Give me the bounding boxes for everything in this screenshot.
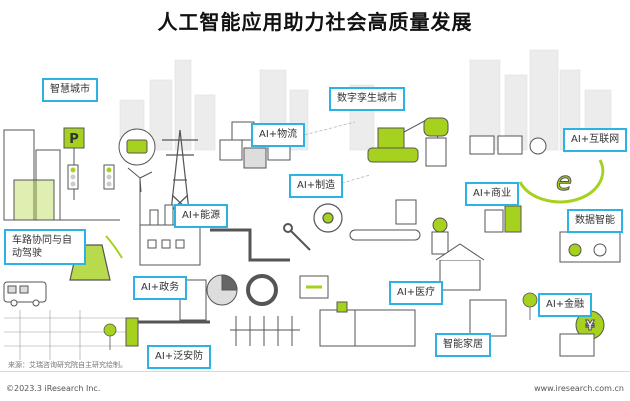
label-data-intelligence: 数据智能 (567, 209, 623, 233)
label-ai-energy: AI+能源 (174, 204, 229, 228)
hospital-icon (319, 301, 416, 347)
svg-text:e: e (556, 167, 572, 197)
wrench-icon (283, 223, 311, 251)
label-vehicle-road-autodrive: 车路协同与自动驾驶 (4, 229, 86, 265)
yuan-coin-icon: ¥ (575, 310, 605, 340)
fence (230, 316, 300, 346)
gear-icon (313, 203, 343, 233)
label-ai-government: AI+政务 (133, 276, 188, 300)
label-ai-finance: AI+金融 (538, 293, 593, 317)
pipes (210, 228, 290, 262)
svg-text:¥: ¥ (585, 319, 594, 334)
pie-chart-icon (206, 274, 278, 306)
bus-icon (3, 281, 47, 307)
medical-green-icon (299, 275, 329, 299)
label-ai-commerce: AI+商业 (465, 182, 520, 206)
label-ai-medical: AI+医疗 (389, 281, 444, 305)
worker-figure (431, 217, 449, 255)
source-note: 来源：艾瑞咨询研究院自主研究绘制。 (8, 361, 127, 369)
trees (103, 292, 538, 350)
chat-bubble-icon (118, 128, 156, 166)
barrier-gate-icon (125, 317, 210, 347)
finance-card (559, 333, 595, 357)
data-intelligence-figures (559, 231, 621, 263)
footer-divider (0, 371, 630, 372)
label-ai-security: AI+泛安防 (147, 345, 212, 369)
shopping-bag-icon (484, 205, 522, 233)
wind-turbine-icon (127, 167, 153, 225)
label-digital-twin-city: 数字孪生城市 (329, 87, 405, 111)
conveyor (349, 199, 421, 241)
factory-icon (139, 204, 201, 266)
page-title: 人工智能应用助力社会高质量发展 (157, 10, 473, 34)
excavator-icon (367, 117, 439, 163)
label-smart-city: 智慧城市 (42, 78, 98, 102)
copyright: ©2023.3 iResearch Inc. (6, 384, 101, 393)
internet-cluster: e (469, 135, 605, 204)
label-ai-logistics: AI+物流 (251, 123, 306, 147)
connector-lines (299, 121, 371, 191)
svg-text:P: P (69, 132, 79, 147)
house-icon (435, 243, 507, 337)
robot-icon (423, 117, 449, 167)
label-smart-home: 智能家居 (435, 333, 491, 357)
label-ai-internet: AI+互联网 (563, 128, 628, 152)
left-buildings (3, 129, 120, 221)
traffic-light-icon (67, 164, 115, 190)
website-link[interactable]: www.iresearch.com.cn (534, 384, 624, 393)
label-ai-manufacturing: AI+制造 (289, 174, 344, 198)
